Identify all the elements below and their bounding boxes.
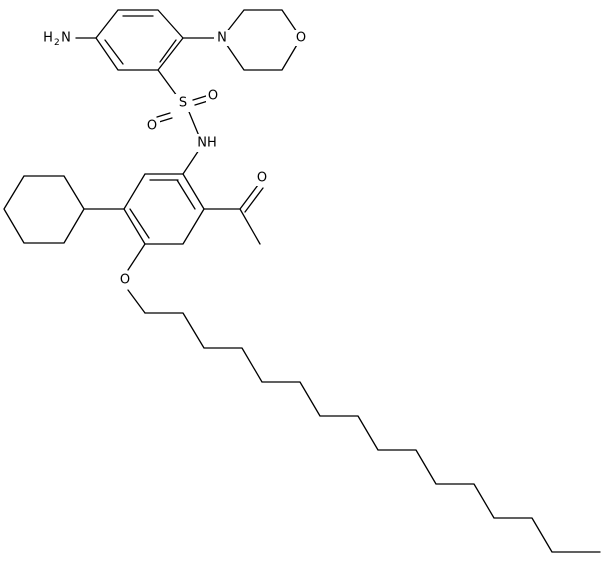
upper-ring-bonds [95,9,184,71]
atom-labels: H 2 N N O S O O NH O O [38,29,310,288]
ketone-o-label: O [257,171,267,186]
sulfur-label: S [179,96,187,111]
morpholine-o-label: O [296,31,306,46]
bond-lines [3,9,601,553]
sulfonyl-o2-label: O [147,119,157,134]
amine-n-label: N [61,31,71,46]
acetyl-bonds [203,184,264,245]
amine-subscript: 2 [54,38,60,48]
cyclohexyl-bonds [3,175,125,244]
sulfonyl-double-bonds [156,95,209,123]
hexadecyl-chain [144,312,601,553]
ether-bonds [127,243,146,314]
nh-ring-bond [182,149,200,175]
sulfonamide-nh-label: NH [197,136,217,151]
morpholine-ring-bonds [182,9,302,71]
central-ring-bonds [123,173,205,245]
morpholine-n-label: N [217,31,227,46]
amino-label: H 2 N [38,29,74,48]
amine-h-label: H [43,31,53,46]
ether-o-label: O [120,273,130,288]
sulfonyl-o1-label: O [208,89,218,104]
